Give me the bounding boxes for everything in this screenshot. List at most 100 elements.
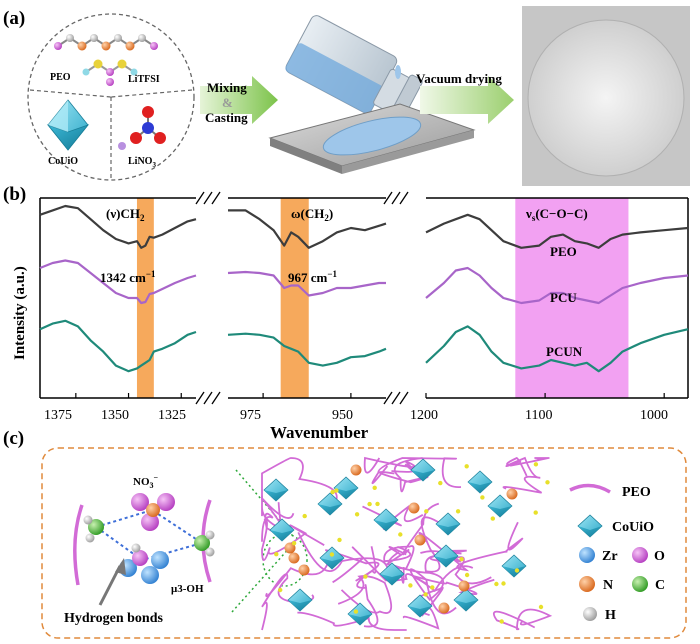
legend-o-swatch [632, 547, 648, 563]
li-ion [438, 480, 443, 486]
components-circle: PEO LiTFSI CoUiO LiNO3 [27, 13, 195, 181]
li-ion [480, 495, 485, 500]
li-ion [499, 619, 504, 624]
li-ion [464, 464, 469, 469]
peo-chain [418, 521, 524, 572]
tick-1200: 1200 [410, 408, 438, 423]
subplot-2 [227, 197, 387, 399]
couio-particle [317, 492, 343, 516]
peo-chain [337, 575, 392, 614]
legend-h-swatch [583, 607, 597, 621]
series-pcun-2 [227, 332, 387, 367]
li-ion [408, 583, 413, 588]
nitrate-particle [438, 602, 450, 614]
membrane-photo [522, 6, 690, 186]
li-ion [372, 485, 377, 490]
couio-particle [407, 594, 433, 618]
nitrate-particle [288, 552, 300, 564]
li-ion [329, 552, 335, 557]
couio-particle [435, 512, 461, 536]
band3-label: νs(C−O−C) [525, 206, 588, 223]
panel-b: (b) Intensity (a.u.) (ν)CH2 1342 cm−1 ω(… [3, 184, 689, 442]
axis-break-top-1 [195, 191, 221, 205]
series-pcu-1 [39, 259, 197, 305]
peo-molecule [54, 34, 158, 51]
subplot-3 [425, 197, 689, 399]
legend-zr: Zr [602, 549, 618, 564]
series-pcun-3 [425, 325, 689, 373]
series-label-pcu: PCU [550, 290, 577, 305]
li-ion [494, 581, 499, 587]
couio-particle [319, 546, 345, 570]
y-axis-label: Intensity (a.u.) [12, 266, 28, 360]
mixing-arrow: Mixing & Casting [200, 76, 278, 125]
li-ion [533, 510, 538, 515]
legend-zr-swatch [579, 547, 595, 563]
li-ion [367, 501, 372, 507]
ampersand-label: & [222, 95, 233, 110]
legend-h: H [605, 608, 616, 623]
peo-chain [371, 457, 462, 488]
lino3-molecule [118, 106, 166, 150]
mu3oh-label: μ3-OH [171, 583, 204, 595]
couio-particle [333, 476, 359, 500]
li-ion [291, 541, 297, 546]
couio-particle [263, 478, 289, 502]
li-ion [278, 587, 283, 593]
tick-1100: 1100 [525, 408, 552, 423]
peo-chain [356, 546, 379, 628]
li-ion [533, 462, 539, 467]
legend-peo: PEO [622, 485, 651, 500]
li-ion [464, 572, 470, 578]
couio-particle [347, 602, 373, 626]
couio-particle [269, 518, 295, 542]
series-peo-2 [228, 209, 387, 249]
axis-break-bottom-2 [383, 391, 409, 405]
peo-chain [261, 497, 295, 542]
tick-1000: 1000 [640, 408, 668, 423]
nitrate-particle [408, 502, 420, 514]
panel-c-frame [41, 447, 687, 639]
li-ion [363, 574, 368, 579]
li-ion [430, 585, 435, 590]
nitrate-particle [284, 542, 296, 554]
nitrate-particle [506, 488, 518, 500]
legend-n-swatch [579, 576, 595, 592]
li-ion [375, 501, 380, 507]
series-pcu-2 [227, 270, 386, 297]
casting-label: Casting [205, 110, 248, 125]
axis-break-bottom-1 [195, 391, 221, 405]
vacuum-arrow: Vacuum drying [416, 71, 514, 124]
hydrogen-bonds-label: Hydrogen bonds [64, 611, 163, 626]
panel-c-label: (c) [3, 428, 24, 449]
li-ion [424, 509, 429, 514]
litfsi-label: LiTFSI [128, 74, 160, 85]
li-ion [330, 489, 335, 495]
casting-plate [268, 103, 476, 174]
peo-chain [389, 563, 457, 615]
hydrogen-bond-cluster [73, 493, 215, 606]
band2-label: ω(CH2) [291, 206, 333, 223]
subplot-1 [39, 197, 197, 399]
legend-couio: CoUiO [612, 520, 654, 535]
peo-label: PEO [50, 72, 71, 83]
li-ion [354, 512, 360, 517]
li-ion [514, 568, 520, 573]
composite-network [261, 456, 553, 631]
legend-couio-swatch [577, 514, 603, 538]
band1-value: 1342 cm−1 [100, 269, 156, 285]
axis-break-top-2 [383, 191, 409, 205]
legend-c: C [655, 578, 665, 593]
li-ion [538, 604, 544, 610]
couio-label: CoUiO [48, 156, 78, 167]
peo-chain [411, 574, 495, 595]
series-label-pcun: PCUN [546, 344, 583, 359]
tick-975: 975 [240, 408, 261, 423]
peo-chain [261, 518, 325, 561]
series-peo-3 [425, 213, 689, 249]
legend-c-swatch [632, 576, 648, 592]
mixing-label: Mixing [207, 80, 247, 95]
nitrate-particle [458, 580, 470, 592]
series-label-peo: PEO [550, 244, 577, 259]
